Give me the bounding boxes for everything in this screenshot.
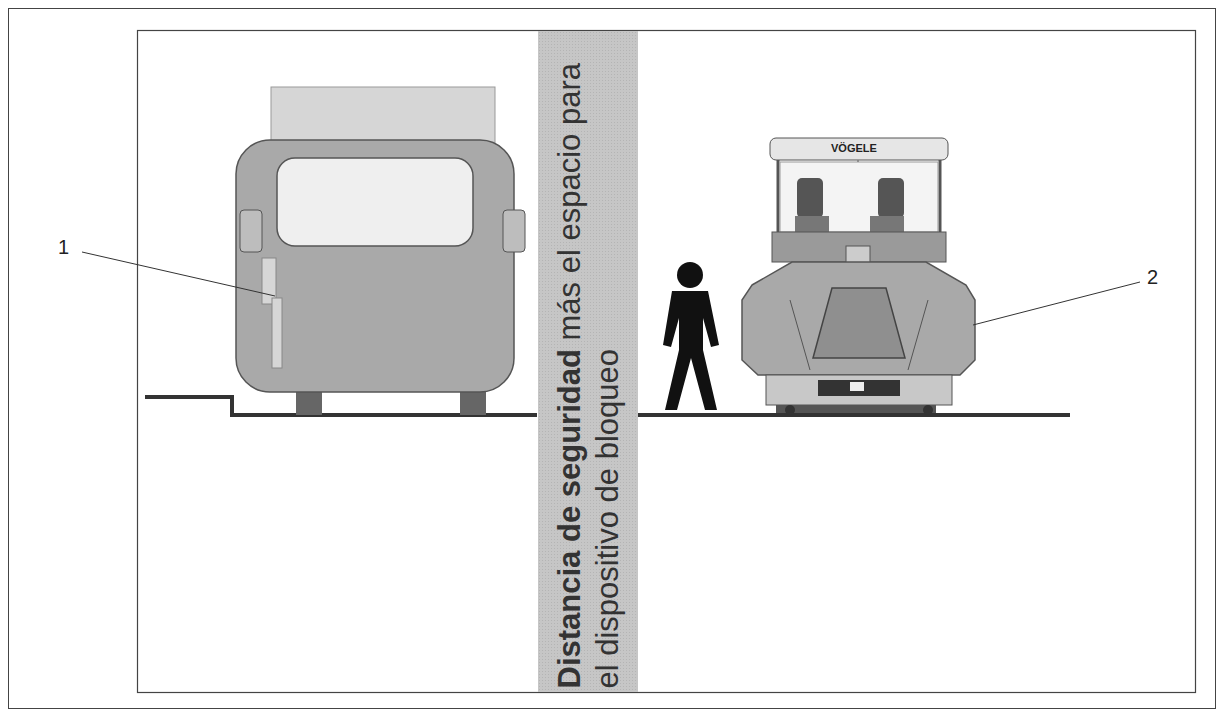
truck-cab [236,140,514,392]
callout-number: 2 [1147,266,1158,289]
asphalt-paver [742,138,975,415]
safety-distance-band: Distancia de seguridad más el espacio pa… [538,31,638,692]
brand-label: VÖGELE [831,142,877,154]
leader-line [973,282,1140,325]
inner-frame [138,31,1196,693]
truck-mirror [240,210,262,252]
truck-side [272,298,282,368]
person-silhouette [663,262,719,410]
ground-line [637,413,1070,417]
truck [236,87,525,415]
outer-frame [9,9,1216,709]
callout-number: 1 [58,236,69,259]
truck-side [262,258,276,304]
paver-canopy [770,138,948,160]
truck-windshield [277,158,473,246]
paver-hopper [742,262,975,375]
leader-line [82,252,275,296]
truck-mirror [503,210,525,252]
band-text: Distancia de seguridad más el espacio pa… [538,31,638,692]
band-heading: Distancia de seguridad [551,349,586,688]
